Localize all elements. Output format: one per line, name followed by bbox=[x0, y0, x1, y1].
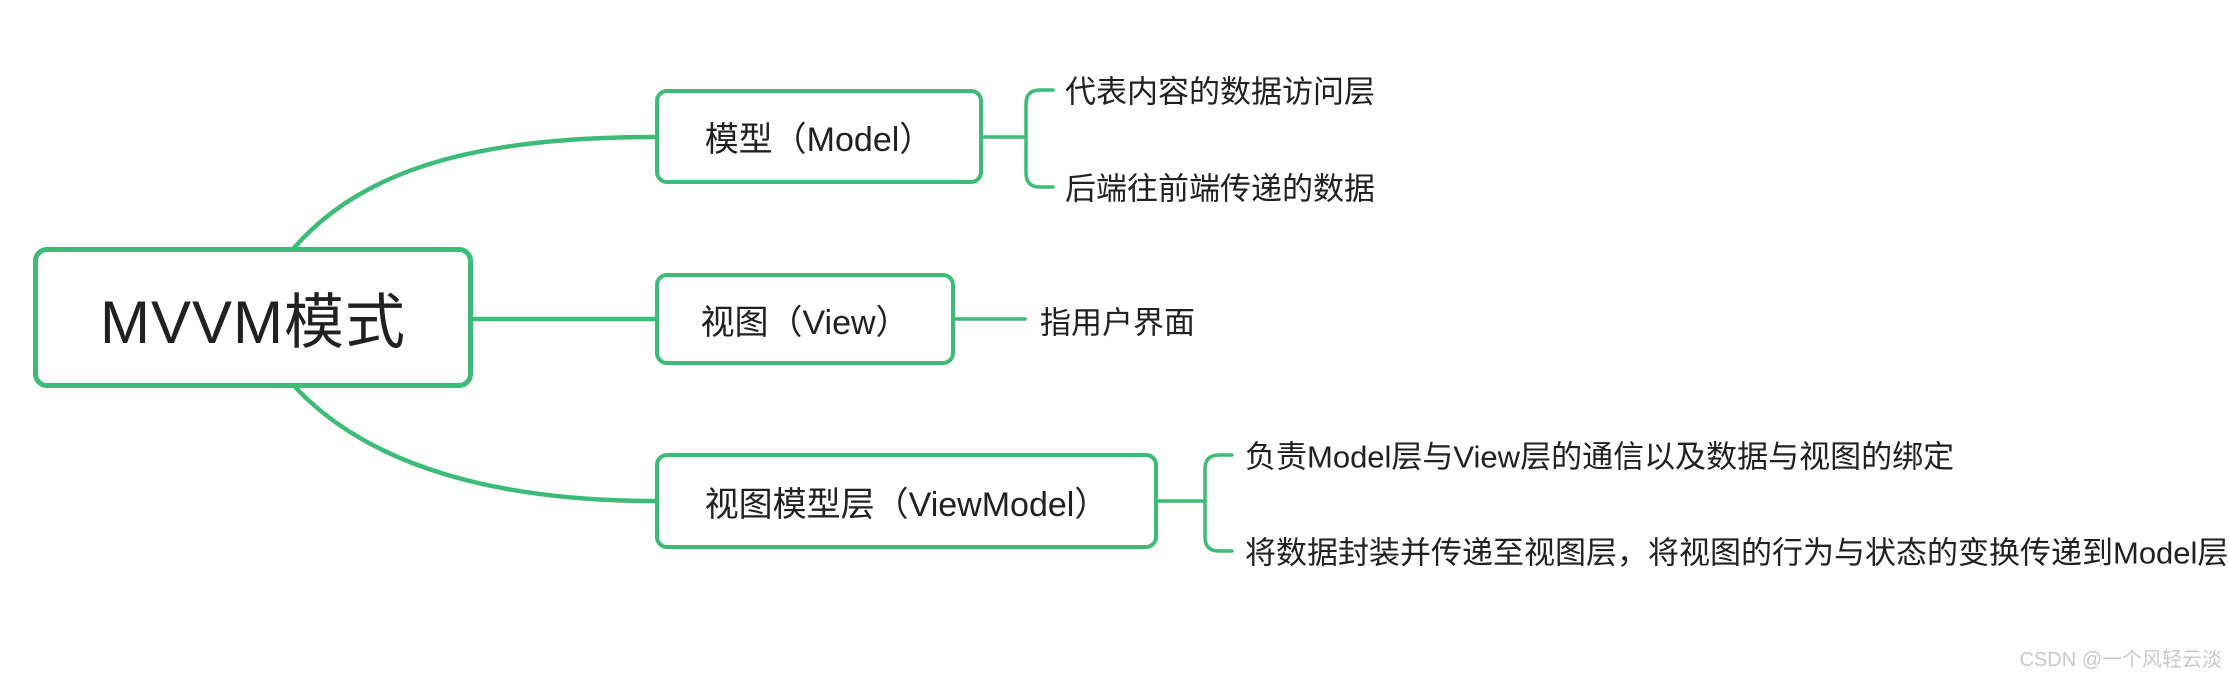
leaf-view-user-interface: 指用户界面 bbox=[1040, 305, 1195, 341]
leaf-viewmodel-data-passing: 将数据封装并传递至视图层，将视图的行为与状态的变换传递到Model层 bbox=[1245, 535, 2229, 571]
csdn-watermark: CSDN @一个风轻云淡 bbox=[2019, 649, 2222, 671]
node-branch-viewmodel: 视图模型层（ViewModel） bbox=[655, 453, 1158, 549]
leaf-model-data-access-layer: 代表内容的数据访问层 bbox=[1065, 74, 1375, 110]
connector-root-to-viewmodel bbox=[293, 385, 658, 504]
leaf-viewmodel-communication-binding: 负责Model层与View层的通信以及数据与视图的绑定 bbox=[1245, 439, 1955, 475]
node-branch-model: 模型（Model） bbox=[655, 89, 983, 184]
node-branch-view: 视图（View） bbox=[655, 273, 955, 365]
connector-viewmodel-bracket bbox=[1203, 453, 1234, 553]
connector-model-bracket bbox=[1024, 88, 1055, 189]
connector-root-to-model bbox=[291, 134, 658, 251]
node-root-mvvm: MVVM模式 bbox=[33, 247, 473, 388]
leaf-model-backend-data: 后端往前端传递的数据 bbox=[1065, 171, 1375, 207]
